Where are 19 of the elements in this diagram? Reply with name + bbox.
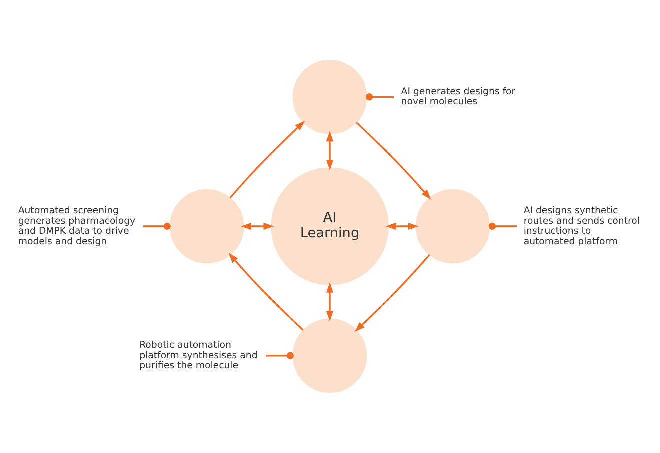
arrow [386, 222, 419, 230]
node-text: Automated screening generates pharmacology and DMPK data to drive models and design [18, 206, 136, 248]
connector [266, 352, 294, 360]
arrow [354, 254, 430, 332]
arrow [326, 131, 334, 170]
node-text: AI generates designs for novel molecules [401, 86, 516, 108]
connector [488, 222, 517, 230]
node-text: AI designs synthetic routes and sends control instructions to automated platform [524, 206, 640, 248]
connector [143, 222, 171, 230]
node-text: Robotic automation platform synthesises and purifies the molecule [140, 340, 258, 372]
node-circle: AI Learning [271, 168, 389, 286]
node-circle [292, 318, 368, 394]
arrow [241, 222, 274, 230]
arrow [228, 253, 304, 331]
connector [366, 94, 394, 101]
arrow [230, 120, 306, 199]
arrow [326, 282, 334, 322]
node-circle [292, 60, 368, 134]
arrow [356, 122, 432, 200]
